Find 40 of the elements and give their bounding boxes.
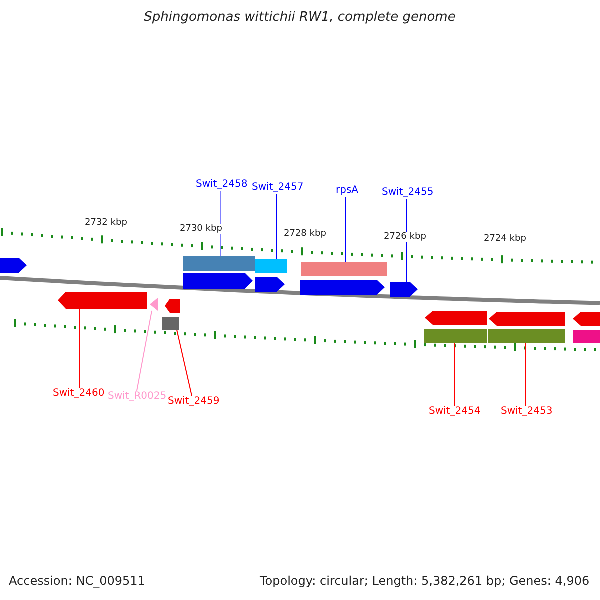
- gene-label: Swit_2453: [501, 406, 553, 418]
- gene-feature: [0, 258, 27, 273]
- genome-info-text: Topology: circular; Length: 5,382,261 bp; Genes: 4,906: [260, 574, 590, 588]
- leader-line: [136, 310, 152, 392]
- gene-feature: [183, 273, 253, 289]
- feature-bar: [488, 329, 565, 343]
- gene-feature: [573, 312, 600, 326]
- gene-label: rpsA: [336, 185, 359, 197]
- gene-label: Swit_R0025: [108, 391, 167, 403]
- scale-label: 2724 kbp: [484, 234, 526, 244]
- gene-label: Swit_2460: [53, 388, 105, 400]
- scale-label: 2726 kbp: [384, 232, 426, 242]
- title: Sphingomonas wittichii RW1, complete genome: [143, 10, 457, 25]
- scale-label: 2732 kbp: [85, 218, 128, 228]
- feature-bar: [573, 330, 600, 343]
- feature-bar: [255, 259, 287, 273]
- leader-line: [176, 330, 192, 396]
- gene-feature: [425, 311, 487, 325]
- leader-line: [276, 194, 278, 260]
- gene-feature: [300, 280, 385, 295]
- gene-feature: [150, 298, 158, 311]
- accession-text: Accession: NC_009511: [9, 574, 146, 588]
- gene-label: Swit_2455: [382, 187, 434, 199]
- gene-feature: [165, 299, 180, 313]
- gene-label: Swit_2458: [196, 179, 248, 191]
- gene-label: Swit_2457: [252, 182, 304, 194]
- gene-label: Swit_2459: [168, 396, 220, 408]
- gene-feature: [255, 277, 285, 292]
- gene-feature: [58, 292, 147, 309]
- gene-feature: [390, 282, 418, 297]
- scale-label: 2728 kbp: [284, 229, 326, 239]
- gene-label: Swit_2454: [429, 406, 481, 418]
- feature-bar: [183, 256, 255, 271]
- feature-bar: [424, 329, 487, 343]
- feature-bar: [301, 262, 387, 276]
- leader-line: [406, 198, 408, 282]
- leader-line: [454, 342, 456, 406]
- feature-box: [162, 317, 179, 330]
- scale-label: 2730 kbp: [180, 224, 222, 234]
- gene-feature: [489, 312, 565, 326]
